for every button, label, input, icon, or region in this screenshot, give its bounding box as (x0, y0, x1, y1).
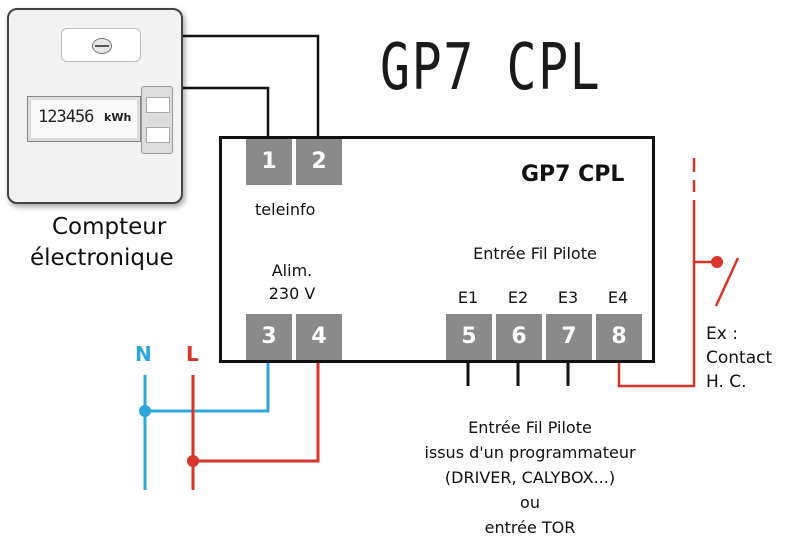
alim-label-line2: 230 V (268, 284, 316, 303)
note-line5: entrée TOR (484, 518, 576, 537)
contact-switch-pivot (711, 256, 723, 268)
terminal-6: 6 (496, 314, 542, 360)
line-feed-wire (193, 358, 320, 463)
contact-label-line2: Contact (706, 348, 773, 368)
terminal-8: 8 (596, 314, 642, 360)
input-e2-label: E2 (507, 288, 529, 307)
teleinfo-wire-2 (179, 34, 320, 142)
line-label: L (186, 342, 199, 366)
screw-icon (92, 38, 112, 54)
input-e3-label: E3 (557, 288, 579, 307)
line-junction (187, 455, 199, 467)
page-title: GP7 CPL (380, 31, 602, 105)
terminal-3: 3 (246, 314, 292, 360)
input-e4-label: E4 (607, 288, 629, 307)
meter-label-line2: électronique (30, 245, 174, 271)
neutral-feed-wire (145, 358, 270, 413)
fil-pilote-label: Entrée Fil Pilote (473, 244, 597, 263)
teleinfo-wire-1 (179, 86, 270, 142)
meter-top-window (61, 28, 141, 62)
meter-unit: kWh (104, 111, 132, 124)
electricity-meter: 123456 kWh (7, 8, 183, 204)
neutral-label: N (135, 342, 152, 366)
contact-label-line1: Ex : (706, 324, 738, 344)
note-line4: ou (520, 493, 540, 512)
contact-wire (617, 260, 715, 388)
teleinfo-label: teleinfo (255, 200, 316, 219)
meter-reading: 123456 (38, 107, 94, 127)
contact-label-line3: H. C. (706, 372, 747, 392)
terminal-1: 1 (246, 139, 292, 185)
meter-label-line1: Compteur (52, 214, 167, 240)
alim-label-line1: Alim. (271, 261, 313, 280)
contact-switch-arm (714, 257, 740, 307)
neutral-junction (139, 405, 151, 417)
note-line3: (DRIVER, CALYBOX...) (444, 468, 616, 487)
terminal-7: 7 (546, 314, 592, 360)
meter-display: 123456 kWh (27, 96, 141, 142)
meter-slot (146, 127, 170, 143)
terminal-2: 2 (296, 139, 342, 185)
input-e1-label: E1 (457, 288, 479, 307)
module-title: GP7 CPL (521, 162, 625, 187)
terminal-4: 4 (296, 314, 342, 360)
meter-slot (146, 97, 170, 113)
note-line2: issus d'un programmateur (424, 443, 636, 462)
note-line1: Entrée Fil Pilote (468, 418, 592, 437)
terminal-5: 5 (446, 314, 492, 360)
meter-side-panel (141, 86, 173, 154)
